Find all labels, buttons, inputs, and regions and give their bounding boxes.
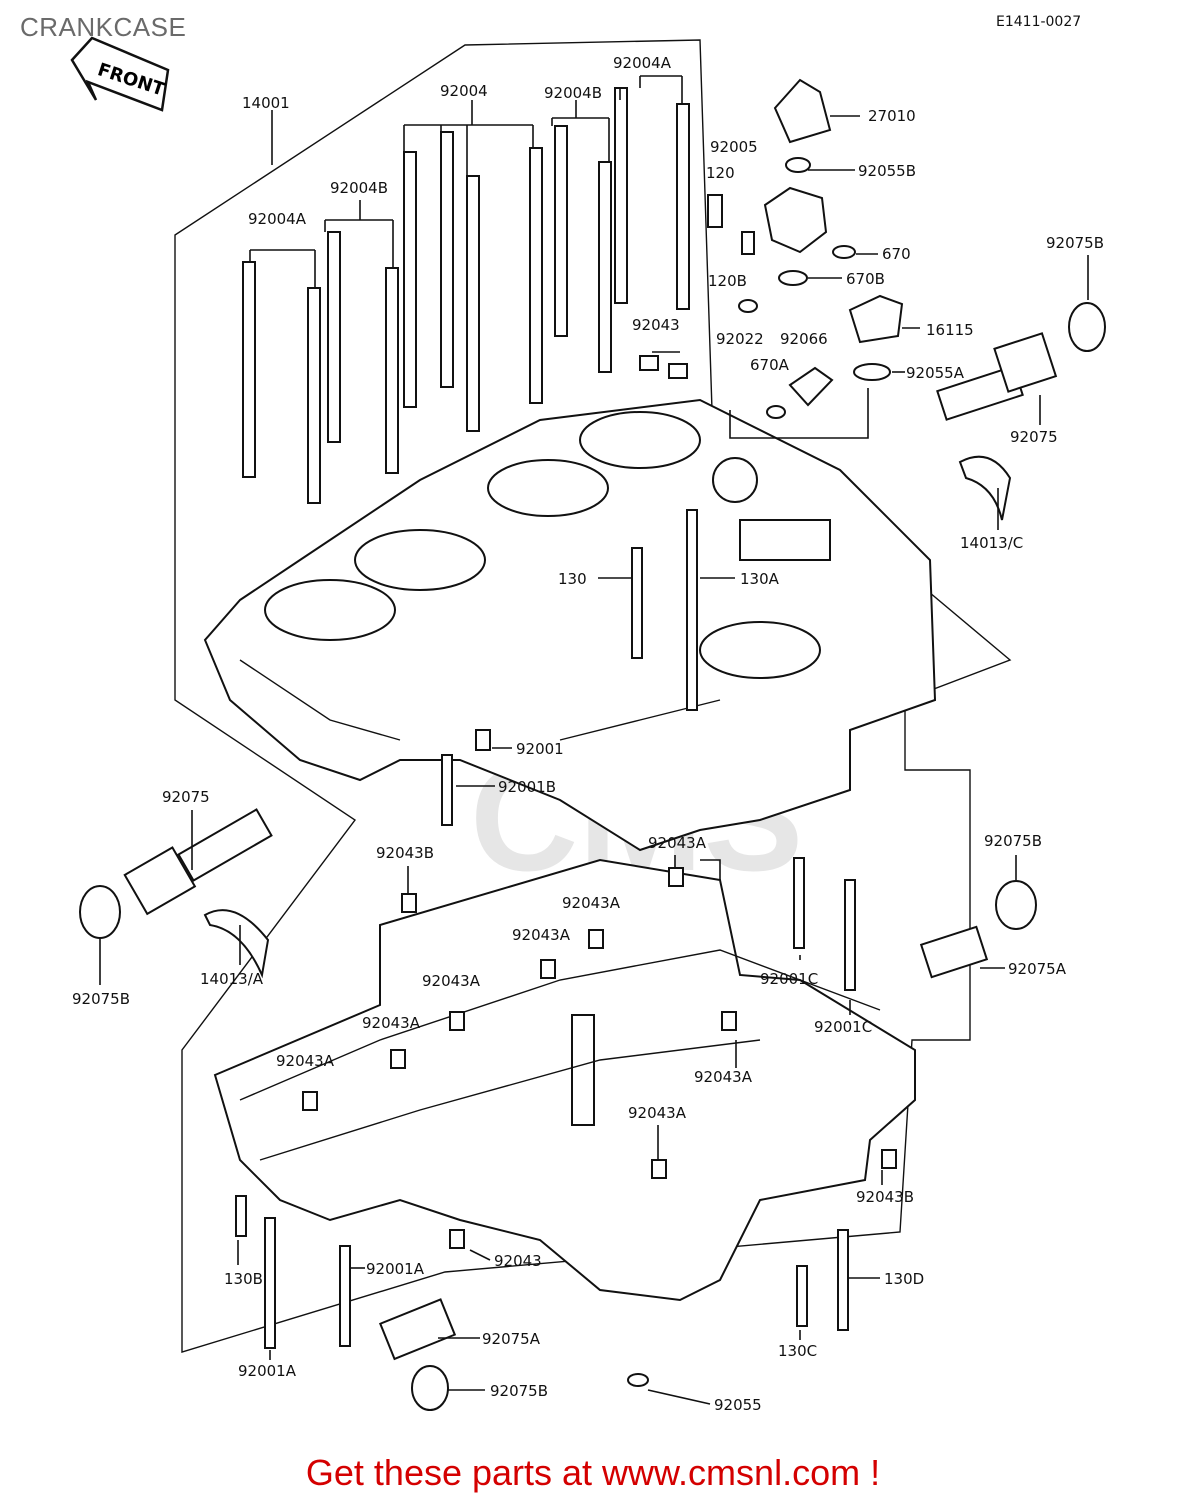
part-label: 92043A [648,834,707,852]
right-shaft [936,302,1106,521]
right-lower-shaft [919,880,1037,979]
part-label: 92043A [562,894,621,912]
part-label: 92004 [440,82,488,100]
part-label: 92055A [906,364,965,382]
part-label: 92066 [780,330,828,348]
part-label: 14013/A [200,970,264,988]
part-label: 92075B [72,990,130,1008]
bottom-shaft [378,1298,649,1411]
part-label: 92043B [376,844,434,862]
part-label: 92001B [498,778,556,796]
part-label: 92075 [162,788,210,806]
part-label: 92043A [276,1052,335,1070]
part-label: 92001A [366,1260,425,1278]
part-label: 130A [740,570,780,588]
left-shaft [79,808,273,979]
part-label: 92001C [760,970,818,988]
part-label: 92043 [494,1252,542,1270]
leader-lines [99,75,1089,1405]
part-label: 670A [750,356,790,374]
part-label: 92043A [694,1068,753,1086]
part-label: 92075B [490,1382,548,1400]
part-label: 92075 [1010,428,1058,446]
lower-bolts [235,509,856,1349]
front-arrow-icon: FRONT [70,36,170,112]
upper-crankcase-outline [174,39,1012,1353]
part-label: 92055B [858,162,916,180]
dowel-pins [302,867,897,1249]
part-label: 27010 [868,107,916,125]
part-label: 92022 [716,330,764,348]
part-label: 92004B [544,84,602,102]
cylinder-studs [242,87,690,504]
diagram-title: CRANKCASE [20,12,187,42]
part-label: 14013/C [960,534,1023,552]
footer-link-text[interactable]: Get these parts at www.cmsnl.com ! [305,1452,881,1493]
part-label: 92043A [422,972,481,990]
part-label: 120B [708,272,747,290]
upper-crankcase [203,398,937,852]
part-label: 92075A [482,1330,541,1348]
part-label: 130B [224,1270,263,1288]
part-label: 16115 [926,321,974,339]
part-label: 92043A [362,1014,421,1032]
part-label: 130D [884,1270,924,1288]
part-label: 92005 [710,138,758,156]
part-label: 120 [706,164,735,182]
part-label: 92004B [330,179,388,197]
part-label: 92001A [238,1362,297,1380]
part-label: 92043A [512,926,571,944]
part-label: 670B [846,270,885,288]
part-label: 14001 [242,94,290,112]
part-label: 92004A [248,210,307,228]
part-label: 92001 [516,740,564,758]
part-label: 92075A [1008,960,1067,978]
part-label: 92043A [628,1104,687,1122]
lower-crankcase [213,858,916,1302]
part-label: 92043B [856,1188,914,1206]
part-label: 92075B [1046,234,1104,252]
part-label: 92075B [984,832,1042,850]
part-label: 130C [778,1342,817,1360]
part-label: 92004A [613,54,672,72]
reference-code: E1411-0027 [996,14,1082,30]
part-label: 92043 [632,316,680,334]
part-label: 130 [558,570,587,588]
part-label: 92055 [714,1396,762,1414]
part-label: 92001C [814,1018,872,1036]
part-label: 670 [882,245,911,263]
oil-fittings [639,78,904,419]
